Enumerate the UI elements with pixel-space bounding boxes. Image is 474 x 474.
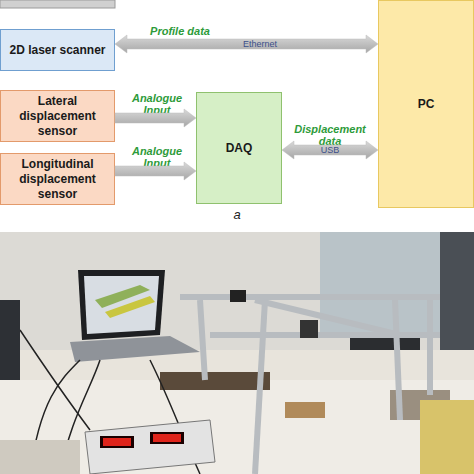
cut-box: [0, 0, 115, 8]
edge-label: Analogue Input: [122, 145, 192, 169]
node-label: DAQ: [222, 141, 257, 156]
block-arrow: [115, 35, 378, 53]
edge-label: Profile data: [125, 25, 235, 37]
device-box: 2D laser scanner: [0, 29, 115, 71]
photograph: [0, 232, 474, 474]
node-label: 2D laser scanner: [5, 43, 109, 58]
edge-label: Displacement data: [288, 123, 372, 147]
link-label: USB: [300, 145, 360, 155]
daq-box: DAQ: [196, 92, 282, 204]
block-arrow: [115, 162, 196, 180]
block-arrow: [115, 109, 196, 127]
link-label: Ethernet: [230, 39, 290, 49]
node-label: Longitudinal displacement sensor: [1, 157, 114, 202]
block-arrow: [282, 141, 378, 159]
subfigure-label: a: [227, 207, 247, 222]
sensor-box: Longitudinal displacement sensor: [0, 153, 115, 205]
edge-label: Analogue Input: [122, 92, 192, 116]
node-label: Lateral displacement sensor: [1, 94, 114, 139]
sensor-box: Lateral displacement sensor: [0, 90, 115, 142]
node-label: PC: [414, 97, 439, 112]
pc-box: PC: [378, 0, 474, 208]
